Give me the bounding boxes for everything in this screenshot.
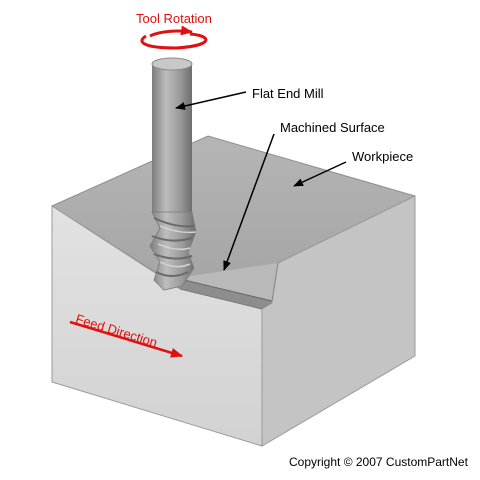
workpiece-label: Workpiece xyxy=(352,149,414,164)
flat-end-mill-label: Flat End Mill xyxy=(252,86,324,101)
copyright-text: Copyright © 2007 CustomPartNet xyxy=(289,455,468,469)
tool-rotation-label: Tool Rotation xyxy=(136,11,212,26)
flat-end-mill xyxy=(149,57,197,291)
tool-rotation-arrow xyxy=(140,25,208,50)
flat-end-mill-leader xyxy=(175,91,247,110)
tool-flutes xyxy=(149,211,197,291)
machined-surface-leader xyxy=(223,133,275,271)
machined-slot xyxy=(179,262,279,310)
workpiece-block xyxy=(50,135,417,447)
feed-direction-arrow xyxy=(69,320,183,358)
workpiece-leader xyxy=(293,161,347,187)
machined-surface-label: Machined Surface xyxy=(280,120,385,135)
tool-top xyxy=(151,57,193,71)
tool-shank xyxy=(152,64,192,212)
